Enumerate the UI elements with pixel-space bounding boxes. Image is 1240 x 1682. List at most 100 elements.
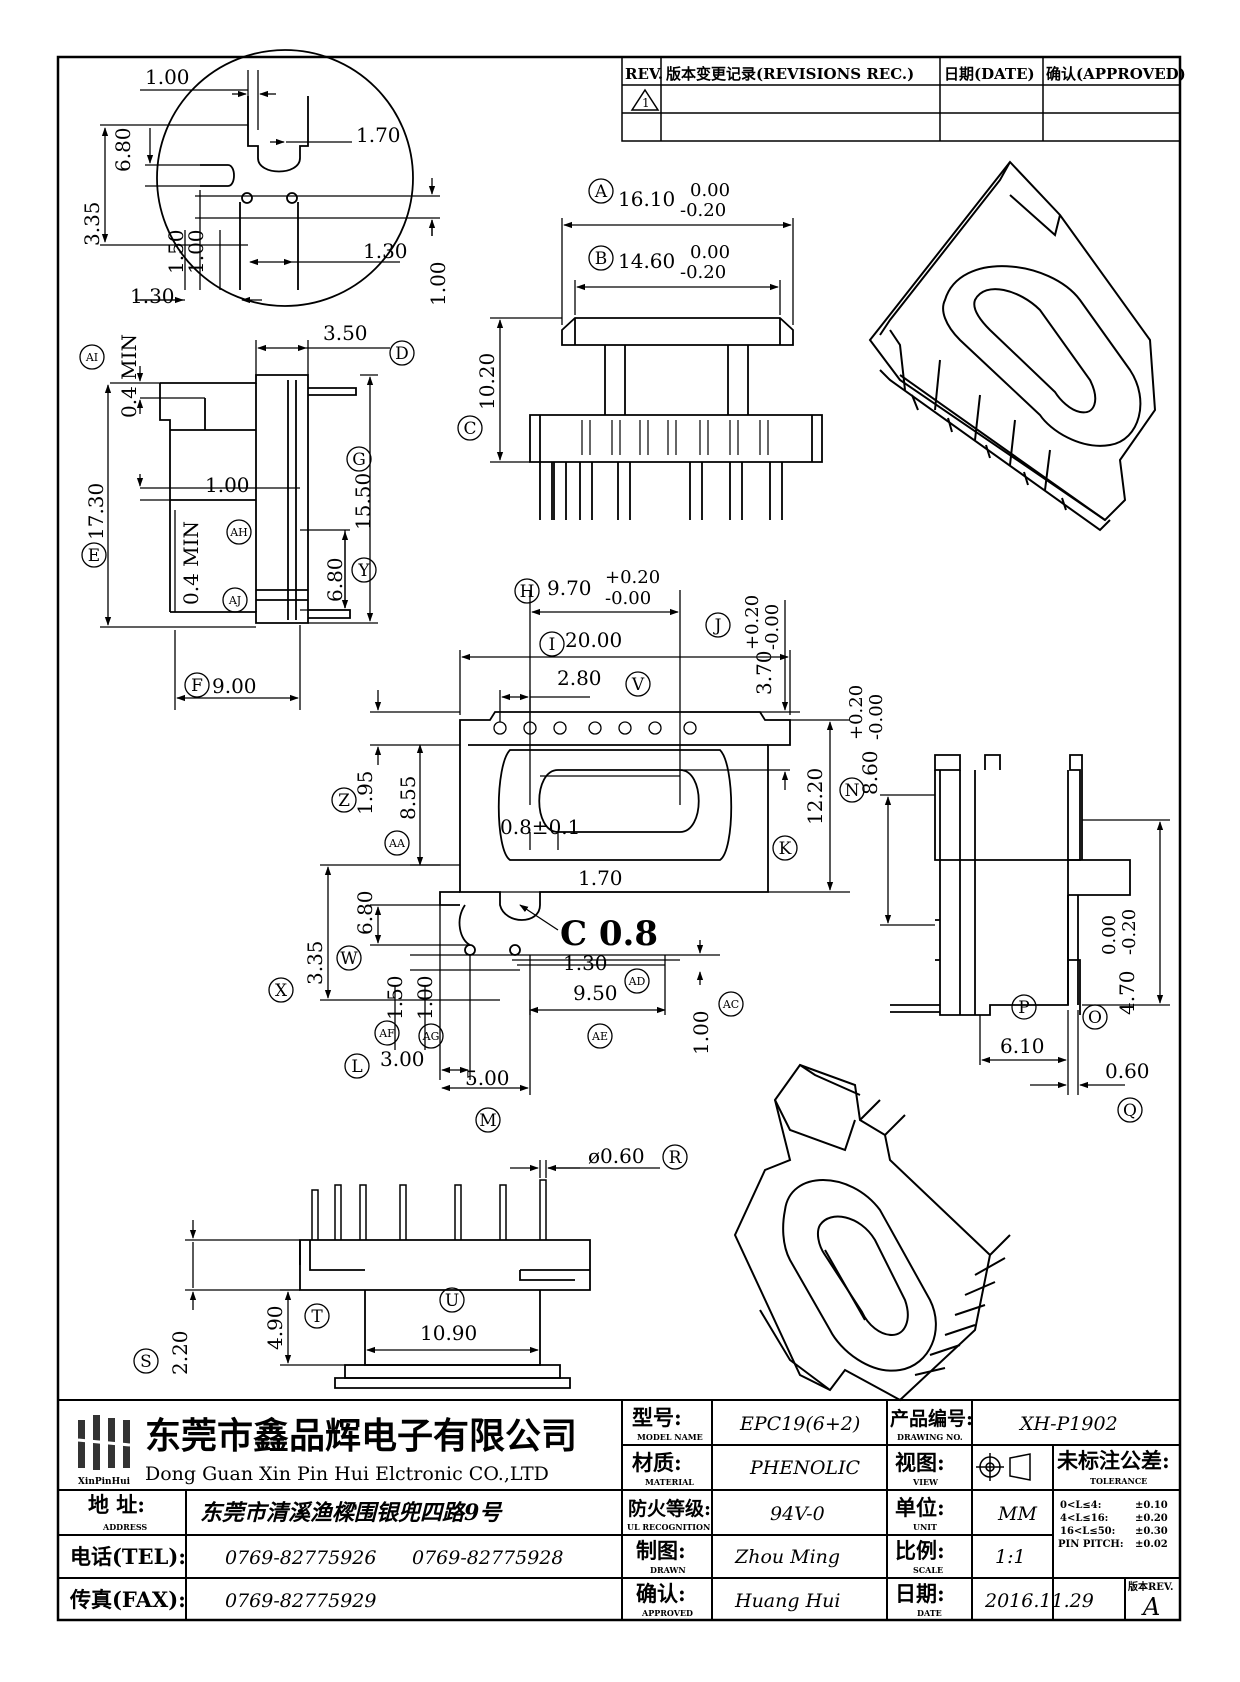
isometric-view-top bbox=[868, 160, 1157, 532]
svg-text:M: M bbox=[479, 1111, 496, 1131]
fax-value: 0769-82775929 bbox=[225, 1590, 376, 1612]
address-value: 东莞市清溪渔樑围银兜四路9号 bbox=[200, 1500, 503, 1526]
logo-caption: XinPinHui bbox=[78, 1477, 131, 1487]
callout-AC: AC bbox=[718, 991, 744, 1017]
fax-label: 传真(FAX): bbox=[69, 1587, 186, 1612]
date-label: 日期: bbox=[895, 1581, 945, 1606]
svg-text:AD: AD bbox=[628, 975, 646, 988]
dim-14-60: 14.60 bbox=[618, 249, 675, 273]
dim-3-00: 3.00 bbox=[380, 1047, 425, 1071]
callout-AI: AI bbox=[79, 344, 105, 370]
dim-9-50: 9.50 bbox=[573, 981, 618, 1005]
dim-phi-0-60: ø0.60 bbox=[588, 1144, 645, 1168]
model-label: 型号: bbox=[632, 1405, 682, 1430]
unit-label: 单位: bbox=[895, 1495, 945, 1520]
svg-text:S: S bbox=[140, 1352, 152, 1372]
company-name-cn: 东莞市鑫品辉电子有限公司 bbox=[145, 1415, 577, 1457]
dim-6-80-top: 6.80 bbox=[111, 127, 135, 172]
svg-text:H: H bbox=[520, 582, 535, 602]
date-header: 日期(DATE) bbox=[944, 65, 1035, 83]
tolerance-table: 0<L≤4: ±0.10 4<L≤16: ±0.20 16<L≤50: ±0.3… bbox=[1058, 1500, 1168, 1550]
svg-text:K: K bbox=[779, 839, 792, 859]
svg-text:A: A bbox=[594, 182, 608, 202]
dim-0-4-min-a: 0.4 MIN bbox=[117, 334, 141, 418]
drawn-label: 制图: bbox=[636, 1538, 686, 1563]
dim-3-35-top: 3.35 bbox=[80, 201, 104, 246]
callout-T: T bbox=[304, 1303, 330, 1329]
dim-3-50: 3.50 bbox=[323, 321, 368, 345]
dim-3-70-tol-hi: +0.20 bbox=[742, 595, 763, 650]
callout-E: E bbox=[81, 542, 107, 568]
view-label: 视图: bbox=[895, 1450, 945, 1475]
front-view-top-dims bbox=[490, 218, 794, 463]
version-label: 版本REV. bbox=[1128, 1580, 1173, 1593]
dim-8-55: 8.55 bbox=[396, 775, 420, 820]
dim-16-10-tol-lo: -0.20 bbox=[680, 200, 726, 221]
svg-text:T: T bbox=[311, 1307, 323, 1327]
callouts: A B C D E F G H I J K L M N O P Q R S T … bbox=[79, 178, 1143, 1374]
revision-triangle-icon: 1 bbox=[630, 88, 660, 111]
svg-text:U: U bbox=[445, 1291, 459, 1311]
svg-text:AH: AH bbox=[229, 526, 248, 539]
front-view-top bbox=[529, 317, 823, 520]
dim-3-35-mid: 3.35 bbox=[303, 940, 327, 985]
callout-D: D bbox=[389, 340, 415, 366]
callout-U: U bbox=[439, 1287, 465, 1313]
svg-text:B: B bbox=[595, 249, 608, 269]
chamfer-leader bbox=[519, 904, 559, 931]
dim-5-00: 5.00 bbox=[465, 1066, 510, 1090]
dim-1-70-top: 1.70 bbox=[356, 123, 401, 147]
material-label-en: MATERIAL bbox=[645, 1477, 694, 1487]
scale-label: 比例: bbox=[895, 1538, 945, 1563]
tolerance-label-en: TOLERANCE bbox=[1090, 1476, 1147, 1486]
callout-I: I bbox=[539, 631, 565, 657]
callout-P: P bbox=[1011, 994, 1037, 1020]
callout-A: A bbox=[588, 178, 614, 204]
dim-1-30-mid: 1.30 bbox=[563, 951, 608, 975]
callout-K: K bbox=[772, 835, 798, 861]
material-label: 材质: bbox=[632, 1450, 682, 1475]
bottom-front-view bbox=[299, 1179, 591, 1389]
svg-text:Y: Y bbox=[357, 561, 370, 581]
ul-label: 防火等级: bbox=[628, 1497, 711, 1520]
svg-text:N: N bbox=[845, 781, 860, 801]
callout-H: H bbox=[514, 578, 540, 604]
dim-chamfer-c-0-8: C 0.8 bbox=[560, 914, 658, 954]
svg-text:F: F bbox=[191, 676, 203, 696]
model-label-en: MODEL NAME bbox=[637, 1432, 703, 1442]
dim-1-30-a: 1.30 bbox=[363, 239, 408, 263]
drawn-label-en: DRAWN bbox=[650, 1565, 686, 1575]
approved-label: 确认: bbox=[636, 1581, 686, 1606]
callout-AJ: AJ bbox=[222, 587, 248, 613]
svg-text:R: R bbox=[669, 1148, 683, 1168]
callout-AE: AE bbox=[587, 1023, 613, 1049]
dim-9-70-tol-hi: +0.20 bbox=[605, 567, 660, 588]
ul-value: 94V-0 bbox=[770, 1503, 825, 1525]
dim-6-10: 6.10 bbox=[1000, 1034, 1045, 1058]
callout-J: J bbox=[705, 612, 731, 638]
callout-Z: Z bbox=[331, 787, 357, 813]
svg-text:Z: Z bbox=[338, 791, 350, 811]
tol-range-4: PIN PITCH: bbox=[1058, 1539, 1124, 1550]
svg-text:X: X bbox=[275, 981, 288, 1001]
svg-text:I: I bbox=[549, 635, 556, 655]
svg-text:L: L bbox=[351, 1057, 362, 1077]
dim-0-60: 0.60 bbox=[1105, 1059, 1150, 1083]
dim-16-10: 16.10 bbox=[618, 187, 675, 211]
svg-text:AG: AG bbox=[422, 1030, 440, 1043]
callout-S: S bbox=[133, 1348, 159, 1374]
tol-value-2: ±0.20 bbox=[1135, 1513, 1168, 1524]
dim-2-20: 2.20 bbox=[168, 1330, 192, 1375]
approved-header: 确认(APPROVED) bbox=[1046, 65, 1186, 83]
callout-M: M bbox=[475, 1107, 501, 1133]
callout-AF: AF bbox=[374, 1020, 400, 1046]
dim-2-80: 2.80 bbox=[557, 666, 602, 690]
dim-4-70-tol-hi: 0.00 bbox=[1099, 915, 1120, 955]
dim-0-8: 0.8±0.1 bbox=[500, 815, 580, 839]
svg-text:J: J bbox=[713, 616, 722, 636]
dim-3-70-tol-lo: -0.00 bbox=[762, 604, 783, 650]
scale-value: 1:1 bbox=[995, 1546, 1026, 1568]
callout-C: C bbox=[457, 415, 483, 441]
revisions-record-header: 版本变更记录(REVISIONS REC.) bbox=[666, 65, 914, 83]
date-value: 2016.11.29 bbox=[984, 1590, 1094, 1612]
